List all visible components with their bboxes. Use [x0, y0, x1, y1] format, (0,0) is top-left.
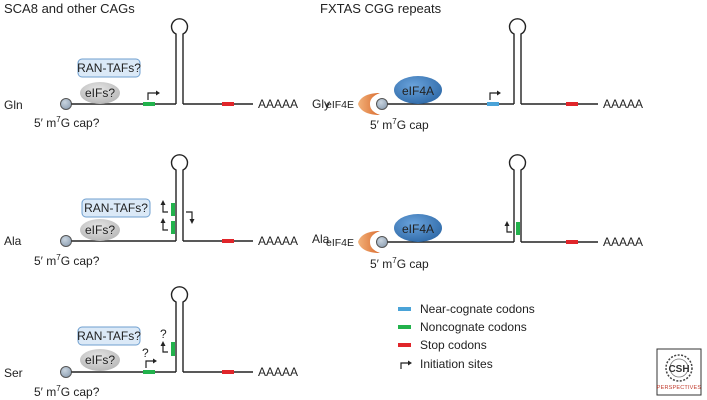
right-panel-gly: Gly eIF4E AAAAA eIF4A 5′ m7G cap: [312, 18, 643, 132]
polya-tail: AAAAA: [603, 97, 643, 111]
eif4a-label: eIF4A: [402, 222, 434, 236]
polya-tail: AAAAA: [603, 235, 643, 249]
eif4a-label: eIF4A: [402, 84, 434, 98]
amino-acid-label: Gln: [4, 98, 23, 112]
eifs-blob: [80, 82, 120, 104]
heading-right: FXTAS CGG repeats: [320, 1, 442, 16]
stop-codon: [222, 102, 234, 106]
hairpin-icon: [170, 18, 189, 104]
cap-icon: [60, 98, 72, 110]
eif4a-blob: [394, 76, 442, 104]
stop-codon: [222, 239, 234, 243]
amino-acid-label: Gly: [312, 97, 330, 111]
eifs-label: eIFs?: [85, 223, 115, 237]
legend: Near-cognate codons Noncognate codons St…: [398, 302, 535, 371]
cap-label: 5′ m7G cap?: [34, 253, 100, 268]
cap-icon: [376, 236, 388, 248]
eif4e-label: eIF4E: [326, 237, 354, 249]
amino-acid-label: Ser: [4, 366, 23, 380]
eifs-blob: [80, 349, 120, 371]
cap-icon: [376, 98, 388, 110]
noncognate-codon: [143, 370, 155, 374]
left-panel-gln: Gln AAAAA RAN-TAFs? eIFs? 5′ m7G cap?: [4, 18, 298, 130]
initiation-arrow-icon: [489, 92, 497, 100]
hairpin-icon: [508, 18, 527, 104]
initiation-arrow-icon: [506, 226, 512, 233]
logo-text-perspectives: PERSPECTIVES: [657, 385, 702, 391]
noncognate-codon: [143, 102, 155, 106]
stop-codon: [222, 370, 234, 374]
stop-codon: [566, 102, 578, 106]
eif4e-shape: [358, 231, 380, 253]
cap-label: 5′ m7G cap: [370, 256, 429, 271]
polya-tail: AAAAA: [258, 234, 298, 248]
ran-tafs-label: RAN-TAFs?: [77, 61, 141, 75]
noncognate-codon: [171, 342, 175, 356]
cap-label: 5′ m7G cap: [370, 117, 429, 132]
legend-swatch-noncognate: [398, 325, 411, 329]
hairpin-icon: [170, 154, 189, 241]
eifs-blob: [80, 219, 120, 241]
legend-swatch-stop: [398, 343, 411, 347]
polya-tail: AAAAA: [258, 97, 298, 111]
eifs-label: eIFs?: [85, 86, 115, 100]
cap-label: 5′ m7G cap?: [34, 384, 100, 399]
ran-tafs-box: [77, 58, 141, 78]
cap-icon: [60, 366, 72, 378]
csh-perspectives-logo: CSH PERSPECTIVES: [656, 348, 702, 396]
eif4e-shape: [358, 93, 380, 115]
ran-tafs-box: [81, 198, 151, 218]
amino-acid-label: Ala: [4, 234, 22, 248]
noncognate-codon: [516, 222, 520, 235]
initiation-arrow-icon: [145, 360, 153, 368]
initiation-arrow-icon: [186, 211, 193, 219]
initiation-arrow-icon: [147, 92, 156, 100]
cap-label: 5′ m7G cap?: [34, 115, 100, 130]
right-panel-ala: Ala eIF4E AAAAA eIF4A 5′ m7G cap: [312, 154, 643, 271]
initiation-arrow-icon: [162, 205, 168, 213]
legend-swatch-near-cognate: [398, 307, 411, 311]
initiation-arrow-icon: [162, 346, 168, 353]
left-panel-ala: Ala AAAAA RAN-TAFs? eIFs? 5′ m7G cap?: [4, 154, 298, 268]
amino-acid-label: Ala: [312, 232, 330, 246]
legend-initiation-arrow-icon: [400, 362, 408, 369]
question-mark: ?: [160, 327, 167, 341]
legend-label-noncognate: Noncognate codons: [420, 320, 527, 334]
left-panel-ser: Ser AAAAA ? ? RAN-TAFs? eIFs? 5′ m7G cap…: [4, 286, 298, 399]
ran-tafs-label: RAN-TAFs?: [77, 329, 141, 343]
hairpin-icon: [170, 286, 189, 372]
hairpin-icon: [508, 154, 527, 242]
polya-tail: AAAAA: [258, 365, 298, 379]
legend-label-stop: Stop codons: [420, 338, 487, 352]
eif4e-label: eIF4E: [326, 99, 354, 111]
ran-tafs-box: [77, 326, 141, 346]
heading-left: SCA8 and other CAGs: [4, 1, 135, 16]
stop-codon: [566, 240, 578, 244]
legend-label-initiation: Initiation sites: [420, 357, 493, 371]
legend-label-near-cognate: Near-cognate codons: [420, 302, 535, 316]
near-cognate-codon: [487, 102, 499, 106]
eifs-label: eIFs?: [85, 353, 115, 367]
eif4a-blob: [394, 214, 442, 242]
initiation-arrow-icon: [162, 223, 168, 231]
noncognate-codon: [171, 221, 175, 234]
ran-tafs-label: RAN-TAFs?: [84, 201, 148, 215]
question-mark: ?: [142, 346, 149, 360]
cap-icon: [60, 235, 72, 247]
noncognate-codon: [171, 203, 175, 216]
logo-text-csh: CSH: [668, 364, 689, 375]
